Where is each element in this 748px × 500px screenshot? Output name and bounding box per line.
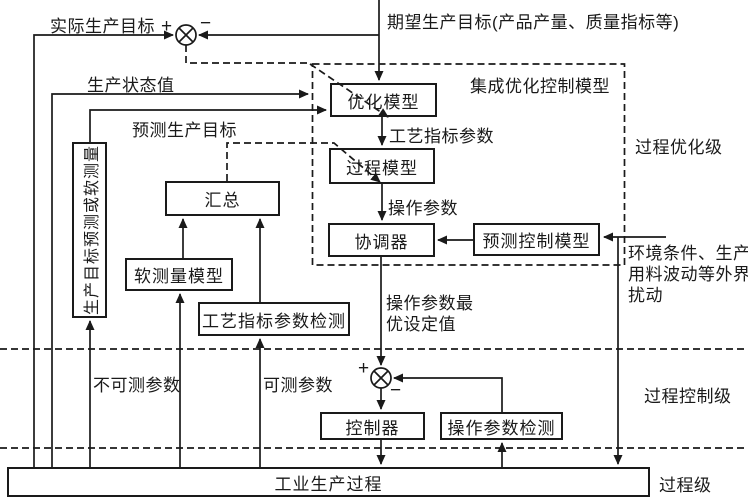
sum2-plus-sign: + xyxy=(358,358,370,379)
block-process-model: 过程模型 xyxy=(329,148,435,184)
block-industrial-process: 工业生产过程 xyxy=(7,467,650,497)
label-production-state: 生产状态值 xyxy=(87,76,175,95)
label-region-integrated-model: 集成优化控制模型 xyxy=(470,77,610,96)
label-optimal-setpoint-line2: 优设定值 xyxy=(386,315,456,334)
sum-junction-bottom-cross xyxy=(373,370,389,386)
label-disturbance-line1: 环境条件、生产 xyxy=(628,244,748,263)
sum-junction-top xyxy=(175,24,197,46)
label-process-level: 过程级 xyxy=(659,476,712,495)
sum-junction-top-cross xyxy=(178,27,194,43)
label-measurable-params: 可测参数 xyxy=(263,376,333,395)
block-soft-sensor-model: 软测量模型 xyxy=(125,258,233,291)
label-operating-params: 操作参数 xyxy=(388,199,458,218)
label-disturbance-line2: 用料波动等外界 xyxy=(628,265,748,284)
label-indicator-params: 工艺指标参数 xyxy=(389,127,494,146)
label-unmeasurable-params: 不可测参数 xyxy=(93,376,181,395)
sum-junction-bottom xyxy=(370,367,392,389)
block-operating-param-detection: 操作参数检测 xyxy=(440,412,563,440)
block-optimization-model: 优化模型 xyxy=(330,83,437,117)
block-controller: 控制器 xyxy=(320,412,425,440)
block-coordinator: 协调器 xyxy=(328,223,435,257)
label-expected-target: 期望生产目标(产品产量、质量指标等) xyxy=(387,13,680,32)
arrow-detection-to-sum2 xyxy=(393,373,503,412)
label-optimal-setpoint: 操作参数最 优设定值 xyxy=(386,293,474,335)
sum1-minus-sign: − xyxy=(200,13,212,34)
label-control-level: 过程控制级 xyxy=(644,387,732,406)
sum2-minus-sign: − xyxy=(390,380,402,401)
sum1-plus-sign: + xyxy=(161,16,173,37)
dashed-sum1-to-region xyxy=(185,45,310,64)
label-predicted-target: 预测生产目标 xyxy=(132,121,237,140)
label-disturbance-line3: 扰动 xyxy=(628,286,663,305)
block-indicator-detection: 工艺指标参数检测 xyxy=(198,302,350,336)
label-actual-target: 实际生产目标 xyxy=(50,17,155,36)
label-disturbance: 环境条件、生产 用料波动等外界 扰动 xyxy=(628,243,748,306)
block-aggregator: 汇总 xyxy=(165,181,280,216)
label-optimization-level: 过程优化级 xyxy=(635,138,723,157)
block-predictive-control-model: 预测控制模型 xyxy=(473,223,600,256)
block-target-prediction-label: 生产目标预测或软测量 xyxy=(83,144,101,316)
label-optimal-setpoint-line1: 操作参数最 xyxy=(386,294,474,313)
block-target-prediction: 生产目标预测或软测量 xyxy=(72,142,107,318)
